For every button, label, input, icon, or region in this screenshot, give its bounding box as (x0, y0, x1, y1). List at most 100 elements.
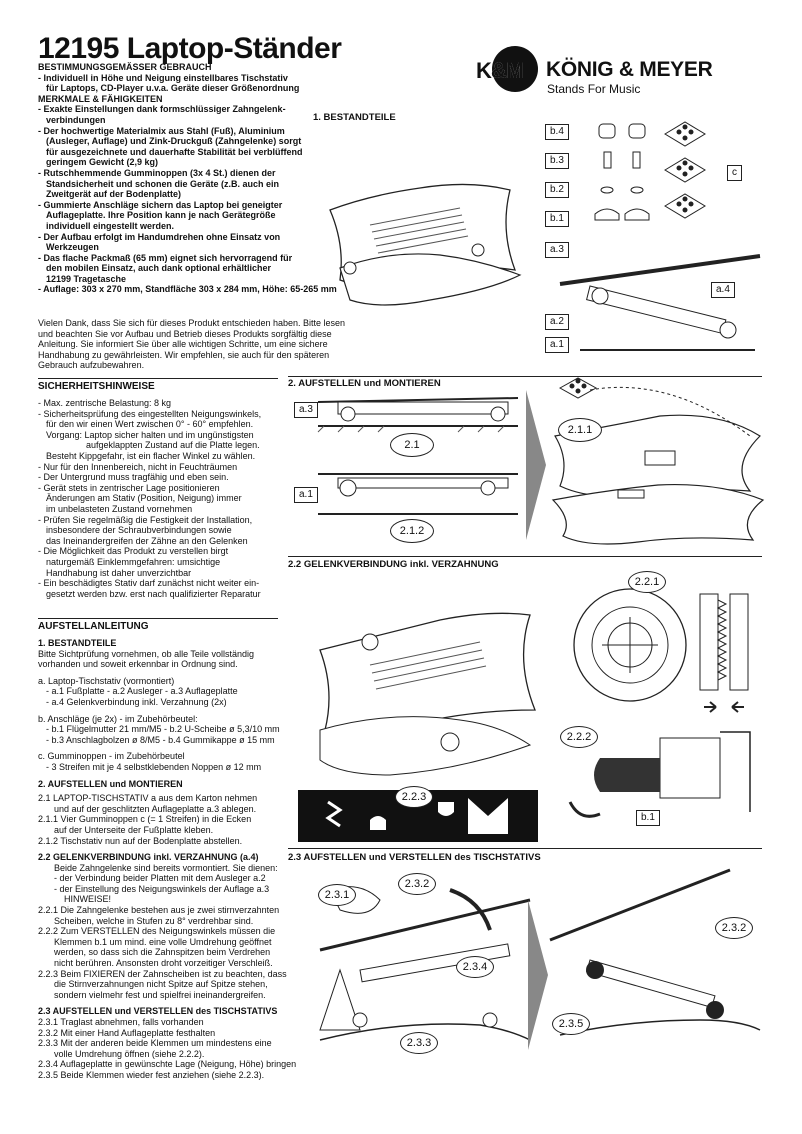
label-b2: b.2 (545, 182, 569, 198)
safety-line: aufgeklappten Zustand auf die Platte leg… (86, 440, 260, 451)
safety-line: im unbelasteten Zustand vornehmen (46, 503, 193, 514)
assembly-line: auf der Unterseite der Fußplatte kleben. (54, 824, 214, 835)
callout-2-1: 2.1 (390, 433, 434, 457)
callout-2-3-4: 2.3.4 (456, 956, 494, 978)
label-a1: a.1 (294, 487, 318, 503)
safety-line: naturgemäß Einklemmgefahren: umsichtige (46, 556, 221, 567)
safety-line: Handhabung ist daher unverzichtbar (46, 567, 192, 578)
assembly-line: 2.2.1 Die Zahngelenke bestehen aus je zw… (38, 905, 280, 916)
label-a3: a.3 (294, 402, 318, 418)
assembly-line: - der Verbindung beider Platten mit dem … (54, 873, 266, 884)
feature-line: den mobilen Einsatz, auch dank optional … (46, 263, 272, 274)
stand-folded-illustration (329, 183, 522, 306)
logo-text: K&M (476, 58, 524, 83)
assembly-line: 2.2.3 Beim FIXIEREN der Zahnscheiben ist… (38, 968, 287, 979)
assembly-line: Scheiben, welche in Stufen zu 8° verdreh… (54, 915, 254, 926)
adjusted-stand-illustration (549, 868, 761, 1036)
intended-use: BESTIMMUNGSGEMÄSSER GEBRAUCH - Individue… (38, 62, 354, 295)
callout-2-1-1: 2.1.1 (558, 418, 602, 442)
assembly-line: 2.3.1 Traglast abnehmen, falls vorhanden (38, 1017, 204, 1027)
feature-line: Auflageplatte. Ihre Position kann je nac… (46, 210, 276, 221)
feature-line: geringem Gewicht (2,9 kg) (46, 157, 159, 168)
intended-use-line: für Laptops, CD-Player u.v.a. Geräte die… (46, 83, 300, 94)
step-2-1-illustration (317, 397, 519, 433)
assembly-line: und auf der geschlitzten Auflageplatte a… (54, 803, 257, 814)
assembly-line: 2.3.4 Auflageplatte in gewünschte Lage (… (38, 1059, 297, 1070)
feature-line: (Ausleger, Auflage) und Zink-Druckguß (Z… (46, 136, 302, 147)
divider (288, 556, 762, 557)
assembly-line: - der Einstellung des Neigungswinkels de… (54, 883, 270, 894)
label-a4: a.4 (711, 282, 735, 298)
intro-line: und beachten Sie vor Aufbau und Betrieb … (38, 328, 332, 339)
tooth-profile-illustration (699, 593, 749, 691)
safety-line: das Ineinandergreifen der Zähne an den G… (46, 535, 248, 546)
feature-line: - Das flache Packmaß (65 mm) eignet sich… (38, 252, 293, 263)
assembly-line: werden, so dass sich die Zahnspitzen bei… (54, 947, 271, 958)
assembly-line: vorhanden und soweit erkennbar in Ordnun… (38, 659, 238, 670)
subsection-heading: 2.2 GELENKVERBINDUNG inkl. VERZAHNUNG (a… (38, 852, 259, 863)
assembly-line: - 3 Streifen mit je 4 selbstklebenden No… (46, 761, 262, 772)
assembly-line: HINWEISE! (64, 894, 112, 905)
label-a1: a.1 (545, 337, 569, 353)
callout-2-3-3: 2.3.3 (400, 1032, 438, 1054)
label-b4: b.4 (545, 124, 569, 140)
callout-2-3-5: 2.3.5 (552, 1013, 590, 1035)
subsection-heading: 1. BESTANDTEILE (38, 638, 117, 648)
assembly-line: sondern vielmehr fest und spielfrei inei… (54, 989, 266, 1000)
feature-line: - Der Aufbau erfolgt im Handumdrehen ohn… (38, 231, 281, 242)
feature-line: Werkzeugen (46, 242, 99, 253)
assembly-line: 2.1 LAPTOP-TISCHSTATIV a aus dem Karton … (38, 793, 258, 804)
intro-line: Gebrauch aufzubewahren. (38, 360, 145, 371)
feature-line: 12199 Tragetasche (46, 273, 127, 284)
knob-illustration (568, 731, 751, 818)
feature-line: - Auflage: 303 x 270 mm, Standfläche 303… (38, 284, 337, 295)
callout-2-2-3: 2.2.3 (395, 786, 433, 808)
label-c: c (727, 165, 742, 181)
safety-line: - Der Untergrund muss tragfähig und eben… (38, 472, 229, 483)
assembly-heading: AUFSTELLANLEITUNG (38, 621, 149, 632)
safety-line: - Prüfen Sie regelmäßig die Festigkeit d… (38, 514, 253, 525)
safety-list: - Max. zentrische Belastung: 8 kg - Sich… (38, 398, 288, 599)
toothed-disc-illustration (573, 588, 687, 702)
assembly-line: Bitte Sichtprüfung vornehmen, ob alle Te… (38, 648, 254, 659)
label-b1: b.1 (545, 211, 569, 227)
fig23-title: 2.3 AUFSTELLEN und VERSTELLEN des TISCHS… (288, 852, 541, 863)
arrows-icon (704, 701, 744, 713)
intro-text: Vielen Dank, dass Sie sich für dieses Pr… (38, 318, 354, 371)
safety-line: - Die Möglichkeit das Produkt zu verstel… (38, 546, 229, 557)
assembly-line: Klemmen b.1 um mind. eine volle Umdrehun… (54, 936, 272, 947)
callout-2-1-2: 2.1.2 (390, 519, 434, 543)
feature-line: individuell eingestellt werden. (46, 220, 175, 231)
assembly-line: 2.1.2 Tischstativ nun auf der Bodenplatt… (38, 835, 243, 846)
fig22-title: 2.2 GELENKVERBINDUNG inkl. VERZAHNUNG (288, 559, 499, 570)
feature-line: - Rutschhemmende Gumminoppen (3x 4 St.) … (38, 167, 276, 178)
intro-line: Handhabung zu gewährleisten. Wir empfehl… (38, 349, 330, 360)
parts-illustration (594, 121, 706, 221)
feature-line: verbindungen (46, 114, 106, 125)
assembly-line: 2.3.2 Mit einer Hand Auflageplatte festh… (38, 1027, 216, 1038)
assembly-line: nicht berühren. Ansonsten droht vorzeiti… (54, 958, 273, 969)
stand-open-illustration (551, 484, 765, 545)
stand-side-illustration (559, 254, 761, 351)
callout-2-3-2: 2.3.2 (715, 917, 753, 939)
assembly-line: Beide Zahngelenke sind bereits vormontie… (54, 862, 278, 873)
callout-2-3-2: 2.3.2 (398, 873, 436, 895)
feature-line: - Der hochwertige Materialmix aus Stahl … (38, 125, 285, 136)
safety-line: - Gerät stets in zentrischer Lage positi… (38, 482, 220, 493)
label-a2: a.2 (545, 314, 569, 330)
brand-logo: K&M KÖNIG & MEYER Stands For Music (476, 46, 766, 98)
subsection-heading: 2.3 AUFSTELLEN und VERSTELLEN des TISCHS… (38, 1006, 278, 1017)
assembly-line: - b.1 Flügelmutter 21 mm/M5 - b.2 U-Sche… (46, 724, 280, 735)
assembly-text: 1. BESTANDTEILE Bitte Sichtprüfung vorne… (38, 638, 314, 1081)
safety-line: für den wir einen Wert zwischen 0° - 60°… (46, 419, 254, 430)
fig2-title: 2. AUFSTELLEN und MONTIEREN (288, 378, 441, 389)
label-a3: a.3 (545, 242, 569, 258)
logo-circle (492, 46, 538, 92)
intro-line: Vielen Dank, dass Sie sich für dieses Pr… (38, 318, 346, 328)
step-arrow-icon (528, 900, 548, 1050)
step-2-1-1-illustration (554, 377, 761, 497)
stand-joint-illustration (319, 612, 536, 776)
feature-line: - Gummierte Anschläge sichern das Laptop… (38, 199, 283, 210)
safety-line: - Nur für den Innenbereich, nicht in Feu… (38, 461, 238, 472)
assembly-line: volle Umdrehung öffnen (siehe 2.2.2). (54, 1048, 205, 1059)
